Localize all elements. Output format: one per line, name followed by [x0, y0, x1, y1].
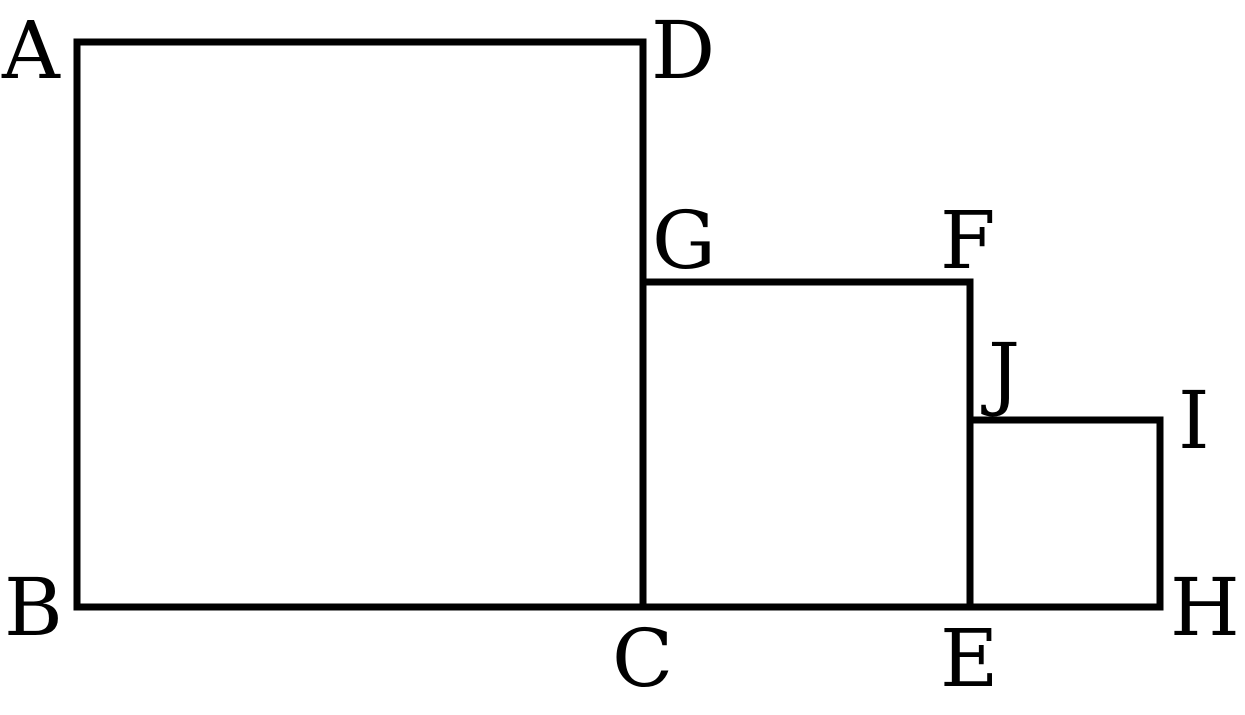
label-b: B	[4, 561, 63, 654]
label-a: A	[1, 4, 61, 97]
label-e: E	[940, 612, 998, 705]
label-i: I	[1178, 374, 1210, 467]
label-d: D	[651, 4, 715, 97]
label-f: F	[940, 194, 996, 287]
square-jehi	[966, 416, 1164, 611]
label-c: C	[612, 612, 673, 705]
label-j: J	[981, 326, 1020, 419]
label-h: H	[1170, 561, 1240, 654]
label-g: G	[652, 194, 716, 287]
square-gcef	[639, 278, 974, 611]
square-abcd	[73, 38, 647, 611]
